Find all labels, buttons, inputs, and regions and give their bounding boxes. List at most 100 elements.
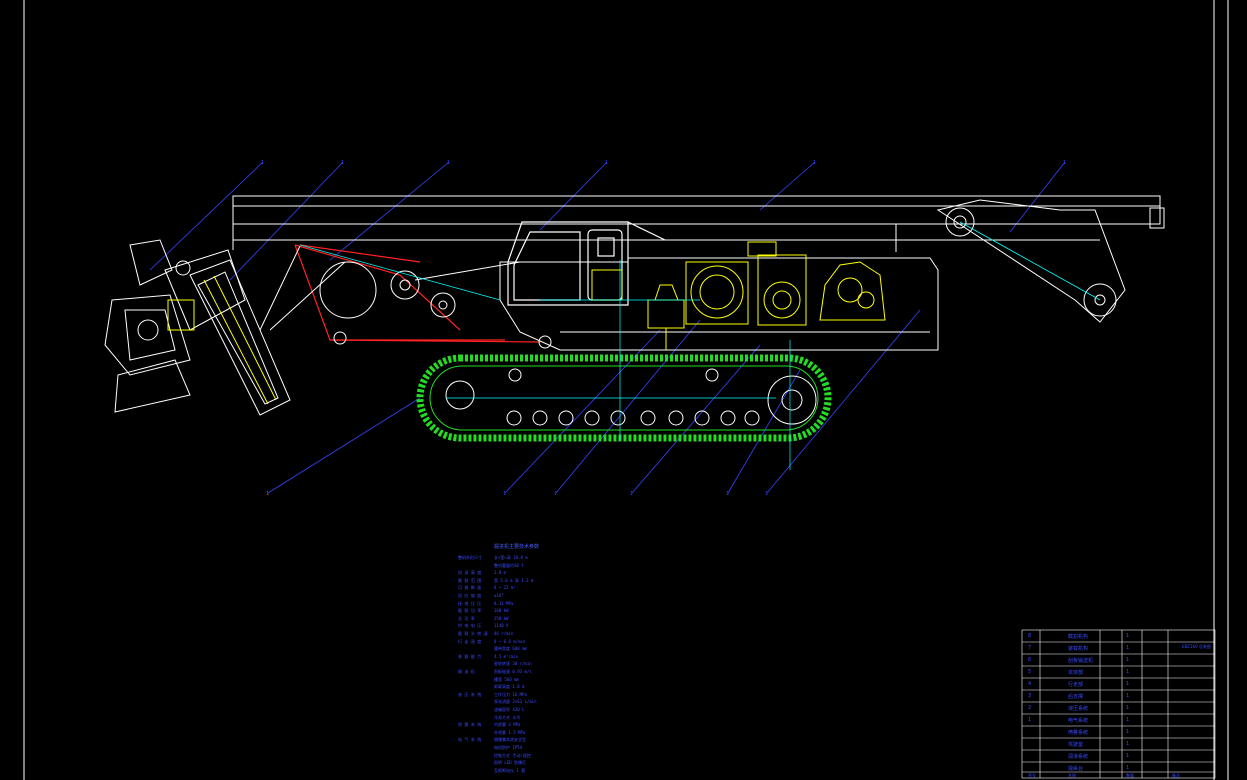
bom-name: 装载机构 — [1068, 646, 1089, 652]
spec-value: 1140 V — [494, 623, 509, 629]
conveyor-boom — [232, 195, 1165, 252]
road-wheels — [445, 368, 817, 426]
spec-row: 控制方式 手动/遥控 — [458, 752, 531, 760]
bom-name: 刮板输送机 — [1068, 658, 1094, 664]
spec-value: 46 r/min — [494, 631, 514, 636]
cutting-head-yellow — [167, 275, 277, 405]
bom-footer-label: 序号 — [1028, 773, 1036, 778]
bom-footer-label: 备注 — [1172, 773, 1180, 778]
spec-value: 250 kW — [494, 615, 509, 621]
spec-row: 截 割 头 转 速 46 r/min — [458, 630, 513, 638]
spec-key: 液 压 系 统 — [458, 691, 482, 697]
spec-row: 截 割 功 率 160 kW — [458, 607, 508, 615]
spec-value: 长×宽×高 10.8 m — [494, 555, 528, 560]
spec-value: 槽宽 560 mm — [494, 676, 519, 682]
balloon-6: 1 — [1063, 160, 1066, 166]
bom-name: 润滑系统 — [1068, 754, 1089, 760]
spec-key: 截 割 头 转 速 — [458, 631, 488, 636]
bom-name: 喷雾系统 — [1068, 730, 1089, 736]
hydraulic-components — [591, 241, 886, 350]
spec-value: 0 ~ 6.6 m/min — [494, 638, 526, 644]
leader-lines — [149, 161, 1066, 494]
balloon-5: 1 — [813, 160, 816, 166]
spec-value: 内喷雾 3 MPa — [494, 722, 521, 728]
spec-key: 可 掘 断 面 — [458, 585, 482, 591]
rear-support-arm — [936, 199, 1126, 323]
spec-value: 照明 LED 防爆灯 — [494, 760, 527, 766]
spec-key: 截 割 功 率 — [458, 608, 482, 614]
spec-row: 油箱容积 420 L — [458, 706, 524, 714]
spec-value: 外喷雾 1.5 MPa — [494, 729, 526, 735]
bom-qty: 1 — [1126, 717, 1130, 723]
spec-value: 1.8 m — [494, 570, 507, 576]
spec-value: 8 ~ 22 m² — [494, 585, 516, 591]
bom-no: 8 — [1028, 633, 1032, 639]
spec-value: 隔爆兼本质安全型 — [494, 737, 526, 743]
spec-value: 油箱容积 420 L — [494, 707, 525, 712]
spec-key: 电 气 系 统 — [458, 737, 482, 743]
spec-row: 行 走 速 度 0 ~ 6.6 m/min — [458, 638, 525, 646]
bom-name: 截割机构 — [1068, 634, 1089, 640]
spec-value: 宽 5.0 m 高 4.2 m — [494, 577, 534, 583]
spec-value: 整机重量约48 t — [494, 562, 524, 568]
spec-row: 电机防护 IP54 — [458, 744, 522, 752]
bom-name: 后支撑 — [1068, 694, 1084, 700]
balloon-12: 1 — [765, 491, 768, 497]
center-lines — [299, 244, 791, 470]
spec-value: 160 kW — [494, 608, 509, 614]
bom-qty: 1 — [1126, 741, 1130, 747]
bom-no: 6 — [1028, 657, 1032, 663]
spec-value: 电机防护 IP54 — [494, 745, 523, 750]
spec-key: 整机外形尺寸 — [458, 555, 482, 560]
spec-row: 整机重量约48 t — [458, 562, 524, 570]
bom-qty: 1 — [1126, 645, 1130, 651]
balloon-11: 1 — [726, 491, 729, 497]
spec-value: 4.5 m³/min — [494, 653, 519, 659]
spec-value: 履带宽度 600 mm — [494, 646, 527, 652]
spec-value: 瓦斯断电仪 1 套 — [494, 767, 526, 773]
bom-no: 4 — [1028, 681, 1032, 687]
balloon-10: 1 — [630, 491, 633, 497]
cutting-head — [104, 239, 291, 416]
spec-row: 冷却方式 水冷 — [458, 714, 520, 722]
spec-row: 截 割 范 围宽 5.0 m 高 4.2 m — [458, 577, 533, 585]
bom-qty: 1 — [1126, 753, 1130, 759]
spec-row: 适 应 坡 度 ±16° — [458, 592, 504, 600]
balloon-9: 1 — [554, 491, 557, 497]
bom-qty: 1 — [1126, 705, 1130, 711]
bom-qty: 1 — [1126, 657, 1130, 663]
spec-row: 喷 雾 系 统内喷雾 3 MPa — [458, 721, 520, 729]
spec-key: 行 走 速 度 — [458, 638, 482, 644]
balloon-8: 1 — [503, 491, 506, 497]
spec-key: 适 应 坡 度 — [458, 593, 482, 598]
spec-row: 外喷雾 1.5 MPa — [458, 729, 525, 737]
bom-qty: 1 — [1126, 765, 1130, 771]
bom-footer-label: 数量 — [1126, 773, 1134, 778]
spec-value: 0.14 MPa — [494, 600, 514, 606]
balloon-7: 1 — [266, 491, 269, 497]
balloon-2: 1 — [341, 160, 344, 166]
bom-table-grid — [1021, 629, 1216, 779]
spec-row: 瓦斯断电仪 1 套 — [458, 767, 525, 775]
spec-value: 刮板链速 0.93 m/s — [494, 669, 532, 674]
bom-name: 操纵台 — [1068, 766, 1084, 772]
bom-qty: 1 — [1126, 729, 1130, 735]
spec-row: 槽宽 560 mm — [458, 676, 519, 684]
spec-value: ±16° — [494, 593, 504, 598]
spec-value: 星轮转速 30 r/min — [494, 661, 532, 667]
spec-row: 可 掘 断 面 8 ~ 22 m² — [458, 584, 516, 592]
bom-name: 液压系统 — [1068, 706, 1089, 712]
spec-value: 冷却方式 水冷 — [494, 714, 521, 720]
spec-key: 供 电 电 压 — [458, 623, 482, 629]
bom-name: 行走部 — [1068, 682, 1084, 688]
bom-footer-label: 名称 — [1068, 773, 1076, 778]
sheet-border — [23, 0, 1229, 780]
spec-row: 电 气 系 统 隔爆兼本质安全型 — [458, 736, 526, 744]
